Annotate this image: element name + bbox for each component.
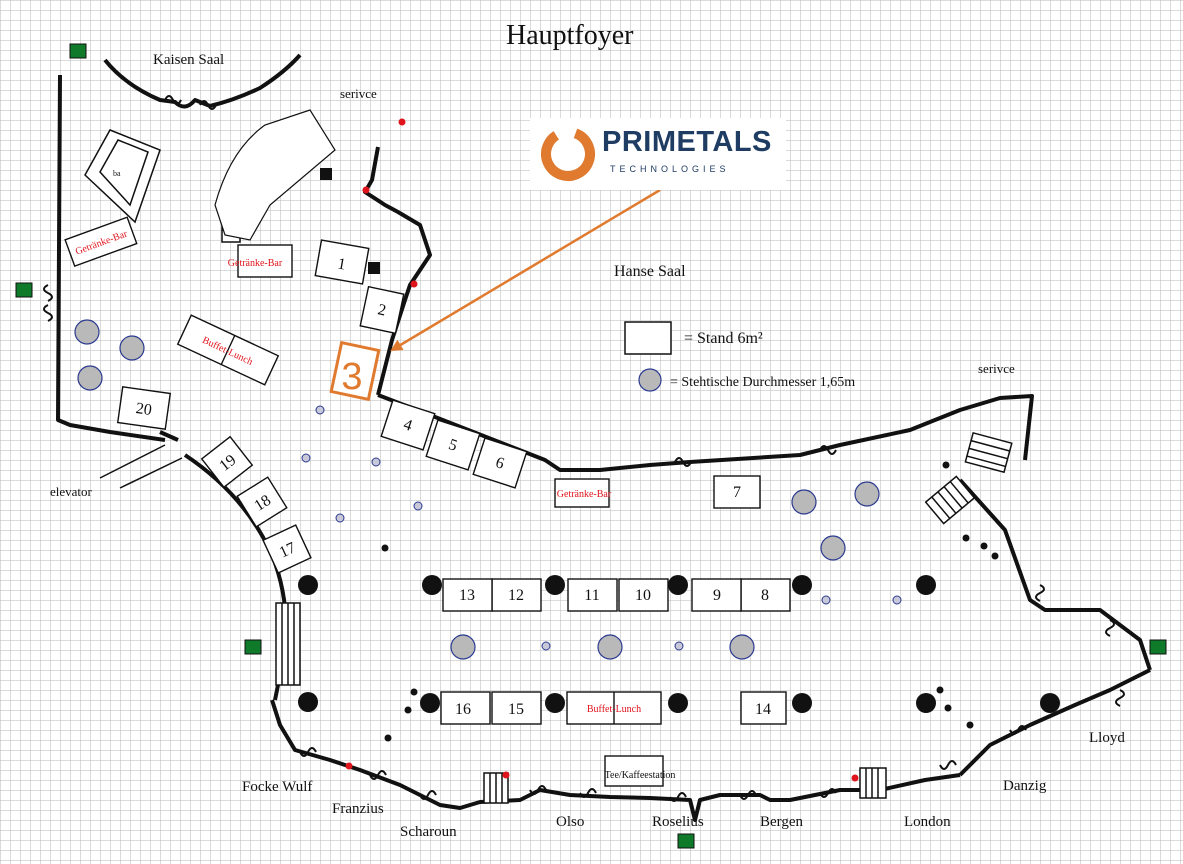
svg-text:Getränke-Bar: Getränke-Bar [228,258,283,269]
pillar-icon [298,168,1060,713]
svg-text:18: 18 [252,492,275,515]
stairs-icon [859,767,887,799]
sponsor-logo: PRIMETALS TECHNOLOGIES [530,118,786,190]
stand: 18 [236,476,288,528]
room-scharoun: Scharoun [400,824,457,840]
stairs-icon [275,602,301,686]
stand: 1 [314,239,370,285]
stand: 6 [472,437,528,489]
small-table-icon [301,405,902,651]
svg-text:13: 13 [459,587,475,604]
room-focke-wulf: Focke Wulf [242,779,312,795]
stairs-icon [924,475,976,525]
svg-text:16: 16 [455,701,471,718]
svg-text:20: 20 [135,400,153,419]
svg-text:15: 15 [508,701,524,718]
wall-openings [43,95,1125,802]
labels: Hauptfoyer Kaisen Saal serivce Hanse Saa… [50,20,1125,840]
stand: 15 [491,691,542,725]
company-name: PRIMETALS [602,126,772,158]
svg-text:8: 8 [761,587,769,604]
svg-text:14: 14 [755,701,771,718]
legend-stand: = Stand 6m² [684,330,763,347]
room-roselius: Roselius [652,814,704,830]
drinks-bar: Getränke-Bar [64,216,138,267]
room-london: London [904,814,951,830]
standing-table-icon [74,319,880,660]
stand: 16 [440,691,491,725]
buffet-lunch: Buffet-Lunch [176,314,280,386]
bar-area [214,109,336,241]
stand: 8 [740,578,791,612]
stand: 4 [380,399,436,451]
bar-counter [84,129,161,224]
stand: 11 [567,578,618,612]
tea-coffee-station: Tee/Kaffeestation [604,755,676,787]
svg-text:1: 1 [336,255,347,273]
svg-text:Tee/Kaffeestation: Tee/Kaffeestation [605,770,676,781]
svg-text:11: 11 [584,587,599,604]
svg-text:9: 9 [713,587,721,604]
primetals-logo-icon [541,127,595,181]
room-olso: Olso [556,814,584,830]
room-kaisen-saal: Kaisen Saal [153,52,224,68]
svg-text:17: 17 [277,539,299,561]
svg-text:2: 2 [376,301,387,319]
stand: 14 [740,691,787,725]
room-elevator: elevator [50,484,93,499]
svg-text:Getränke-Bar: Getränke-Bar [557,489,612,500]
stand: 9 [691,578,742,612]
stand: 10 [618,578,669,612]
stairs-icon [483,772,509,804]
stands: 1 2 4 5 6 7 8 9 [116,239,791,725]
svg-text:10: 10 [635,587,651,604]
stand: 2 [359,285,405,335]
emergency-exit-icon [15,43,1167,849]
bar-small-label: ba [113,169,121,178]
room-service-right: serivce [978,361,1015,376]
svg-text:3: 3 [341,356,362,398]
service-counters: Getränke-Bar Getränke-Bar Getränke-Bar B… [64,216,676,787]
stand: 17 [262,524,312,574]
legend-table: = Stehtische Durchmesser 1,65m [670,375,855,390]
room-service-top: serivce [340,86,377,101]
pointer-arrow [390,188,661,352]
legend: = Stand 6m² = Stehtische Durchmesser 1,6… [624,321,855,390]
drinks-bar: Getränke-Bar [554,478,612,508]
stand: 5 [425,419,481,471]
page-title: Hauptfoyer [506,20,634,51]
stand: 12 [491,578,542,612]
drinks-bar: Getränke-Bar [228,244,293,278]
red-markers [345,118,859,782]
svg-text:7: 7 [733,484,741,501]
elevator-shaft [99,444,183,489]
stand: 13 [442,578,493,612]
svg-text:Buffet-Lunch: Buffet-Lunch [587,704,641,715]
room-bergen: Bergen [760,814,804,830]
spark-markers [381,461,999,742]
highlighted-stand: 3 [329,340,381,402]
room-lloyd: Lloyd [1089,730,1125,746]
company-tagline: TECHNOLOGIES [610,164,730,174]
svg-text:12: 12 [508,587,524,604]
stand: 20 [116,386,172,430]
buffet-lunch: Buffet-Lunch [566,691,662,725]
stairs-icon [964,431,1013,474]
room-hanse-saal: Hanse Saal [614,263,686,280]
room-franzius: Franzius [332,801,384,817]
room-danzig: Danzig [1003,778,1047,794]
stand: 7 [713,475,761,509]
stand: 19 [200,435,254,489]
